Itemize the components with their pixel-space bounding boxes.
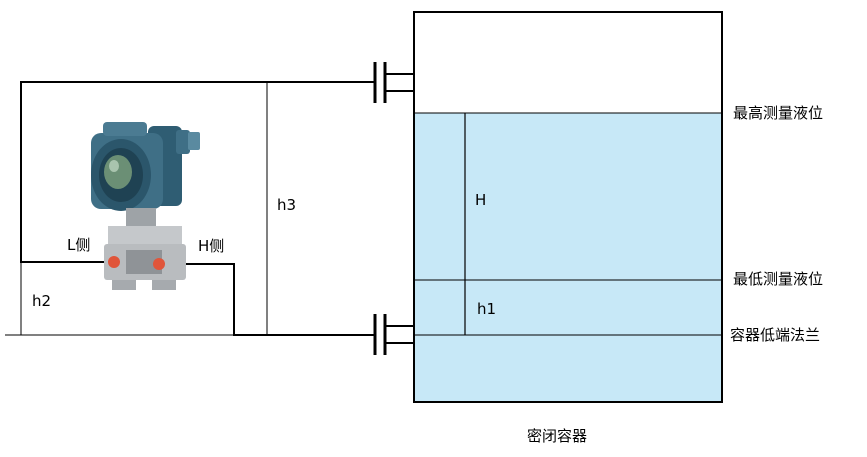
h-side-label: H侧: [198, 237, 224, 255]
bottom-flange-label: 容器低端法兰: [730, 326, 820, 344]
h1-label: h1: [477, 300, 496, 318]
lower-flange: [373, 314, 414, 355]
H-label: H: [475, 191, 486, 209]
max-level-label: 最高测量液位: [733, 104, 823, 122]
vessel-caption: 密闭容器: [527, 427, 587, 445]
liquid-fill: [414, 113, 722, 402]
h2-label: h2: [32, 292, 51, 310]
l-side-label: L侧: [67, 236, 90, 254]
upper-flange: [373, 62, 414, 103]
low-side-impulse-line: [20, 81, 375, 263]
high-side-impulse-line: [168, 263, 375, 336]
vessel-outline: [413, 11, 723, 403]
min-level-label: 最低测量液位: [733, 270, 823, 288]
h3-label: h3: [277, 196, 296, 214]
pressure-transmitter-icon: [91, 122, 200, 290]
